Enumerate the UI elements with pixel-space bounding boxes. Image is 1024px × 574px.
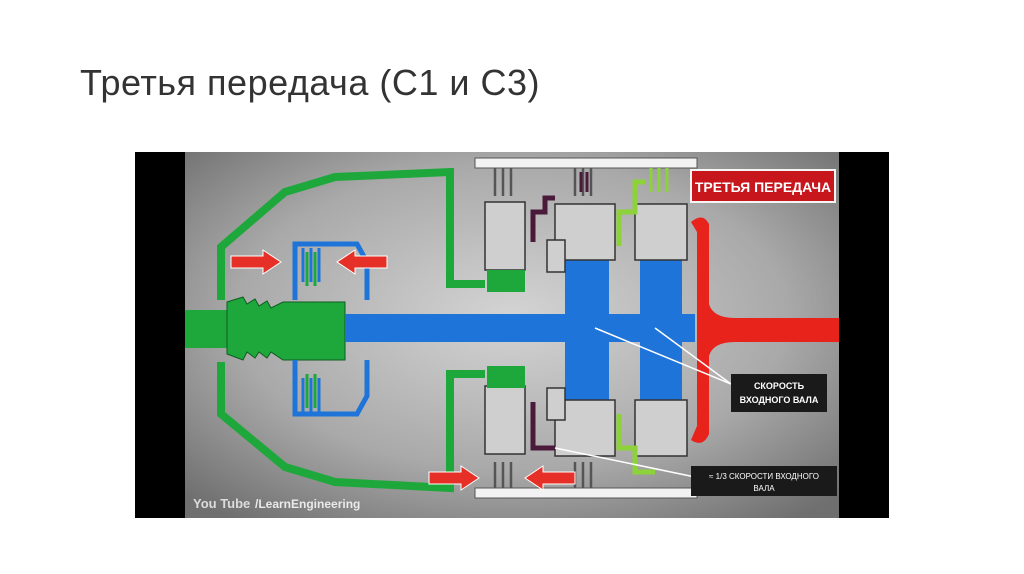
- housing-bottom-rail: [474, 487, 698, 499]
- pointer-line-input-2: [654, 327, 732, 385]
- third-speed-label-line1: ≈ 1/3 СКОРОСТИ ВХОДНОГО: [709, 472, 819, 481]
- housing-top-rail: [474, 157, 698, 169]
- pointer-line-input: [594, 327, 732, 385]
- green-housing-upper: [217, 167, 485, 300]
- planetary-sun-1: [565, 260, 609, 400]
- transmission-diagram: ТРЕТЬЯ ПЕРЕДАЧА СКОРОСТЬ ВХОДНОГО ВАЛА ≈…: [185, 152, 839, 518]
- output-shaft-red: [691, 217, 839, 443]
- green-housing-lower: [217, 362, 485, 493]
- input-speed-label-bg: [731, 374, 827, 412]
- gear-badge-text: ТРЕТЬЯ ПЕРЕДАЧА: [695, 179, 831, 195]
- third-speed-label-line2: ВАЛА: [753, 484, 775, 493]
- lime-clutch-lower: [616, 414, 655, 475]
- clutch-c3-plates-top: [493, 168, 593, 196]
- channel-watermark: /LearnEngineering: [255, 497, 360, 511]
- input-speed-label-line1: СКОРОСТЬ: [754, 381, 805, 391]
- clutch-c1-plates: [301, 248, 321, 412]
- green-block-lower: [487, 366, 525, 388]
- pointer-line-third: [554, 447, 696, 478]
- converter-hub: [226, 296, 346, 361]
- clutch-c1-drum-lower: [292, 360, 370, 417]
- purple-clutch-lower: [530, 402, 555, 451]
- youtube-logo: You Tube: [193, 496, 250, 511]
- input-shaft-blue: [345, 314, 695, 342]
- purple-plates: [579, 172, 589, 192]
- clutch-c1-green-plates: [305, 252, 317, 408]
- third-speed-label-bg: [691, 466, 837, 496]
- input-speed-label-line2: ВХОДНОГО ВАЛА: [740, 395, 819, 405]
- planetary-carriers: [484, 201, 688, 457]
- lime-clutch-upper: [616, 179, 645, 246]
- video-frame[interactable]: ТРЕТЬЯ ПЕРЕДАЧА СКОРОСТЬ ВХОДНОГО ВАЛА ≈…: [135, 152, 889, 518]
- purple-clutch-upper: [530, 195, 555, 242]
- planetary-sun-2: [640, 260, 682, 400]
- clutch-c1-drum-upper: [292, 241, 370, 300]
- lime-plates: [649, 168, 669, 192]
- green-block-upper: [487, 270, 525, 292]
- apply-arrows: [230, 249, 576, 491]
- gear-badge-bg: [690, 169, 836, 203]
- slide-title: Третья передача (С1 и С3): [80, 62, 540, 103]
